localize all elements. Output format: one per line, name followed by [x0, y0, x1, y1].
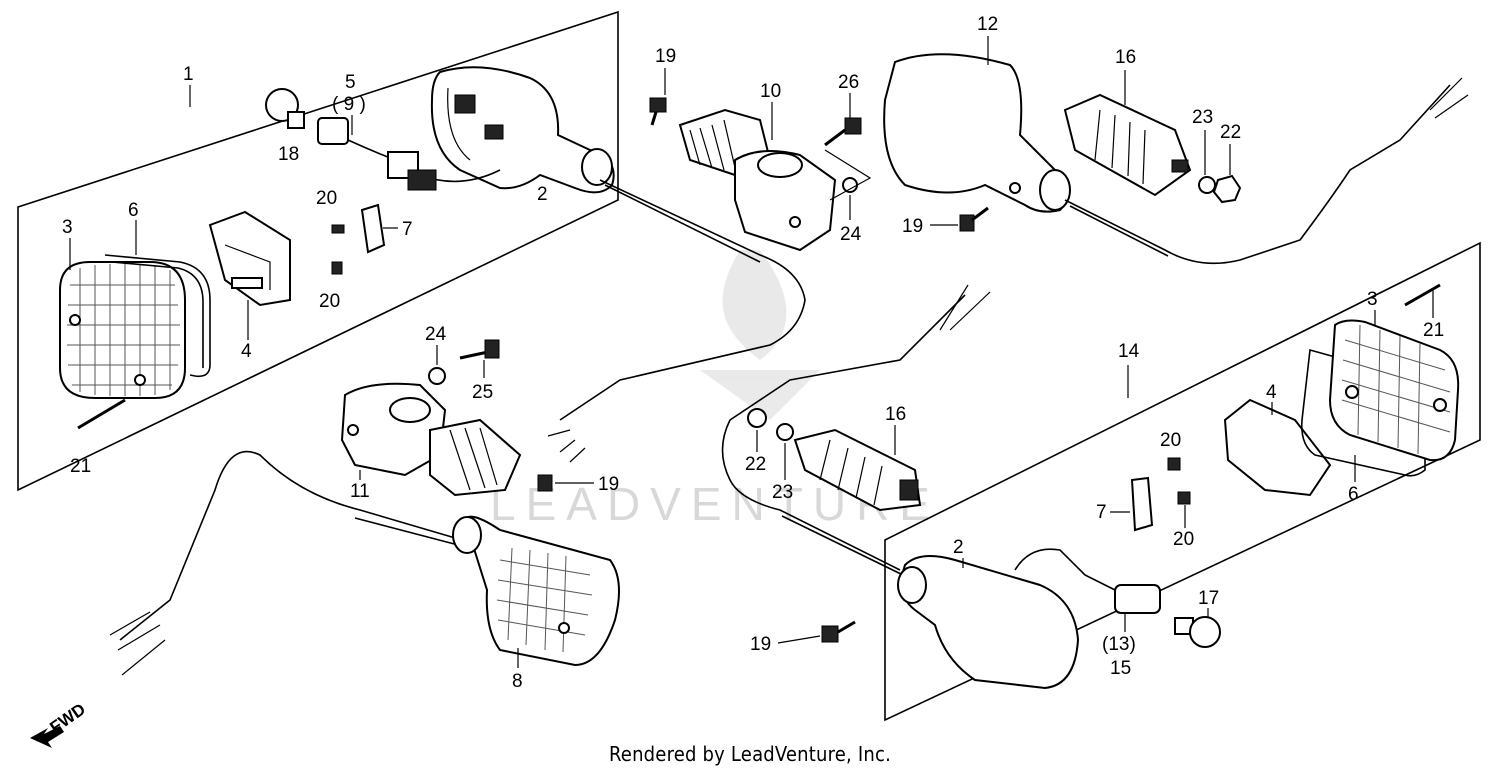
bolt-25 [459, 339, 500, 360]
screw-19-mid [537, 474, 553, 492]
screw-26 [824, 117, 862, 147]
bracket-7-right [1130, 476, 1154, 532]
socket-right-bottom [1223, 398, 1332, 497]
bracket-7-left [360, 203, 386, 254]
housing-right-bottom [897, 555, 1080, 690]
washer-22-mid [747, 408, 767, 428]
callout-3-right: 3 [1367, 289, 1378, 310]
callout-20a: 20 [316, 188, 337, 209]
relay-16-top [1063, 93, 1192, 197]
bulb-18 [265, 88, 305, 129]
screw-19-bottom [821, 620, 856, 643]
washer-23-top [1198, 176, 1216, 194]
callout-11: 11 [350, 481, 370, 502]
socket-13 [1114, 584, 1161, 614]
turn-signal-12 [883, 53, 1071, 213]
turn-signal-8 [452, 515, 620, 667]
washer-24-top [842, 177, 858, 193]
callout-26: 26 [838, 72, 859, 93]
callout-5: 5 [345, 72, 356, 93]
callout-23-top: 23 [1192, 107, 1213, 128]
callout-6-left: 6 [128, 200, 139, 221]
screw-21-right [1404, 283, 1441, 307]
callout-22-top: 22 [1220, 122, 1241, 143]
relay-16-mid [793, 428, 922, 512]
callout-25: 25 [472, 382, 493, 403]
callout-7-right: 7 [1096, 502, 1107, 523]
callout-19-top: 19 [655, 46, 676, 67]
callout-12: 12 [977, 14, 998, 35]
callout-24-mid: 24 [425, 324, 447, 345]
housing-left-top [430, 66, 615, 194]
switch-10 [678, 108, 837, 252]
switch-11 [340, 382, 522, 497]
callout-6-right: 6 [1348, 484, 1359, 505]
callout-3-left: 3 [62, 217, 73, 238]
callout-19-mid: 19 [598, 474, 619, 495]
socket-5 [317, 117, 501, 191]
callout-17: 17 [1198, 588, 1219, 609]
screw-20a [331, 224, 345, 234]
callout-19-bottom: 19 [750, 634, 771, 655]
screw-19-right [959, 206, 989, 232]
callout-19-right: 19 [902, 216, 923, 237]
screw-19-top [649, 97, 667, 126]
group-14-outline [884, 241, 1481, 722]
gasket-left-top [104, 254, 211, 378]
callout-1: 1 [183, 64, 194, 85]
callout-18: 18 [278, 144, 299, 165]
fwd-label: FWD [46, 700, 89, 738]
callout-7-left: 7 [402, 219, 413, 240]
callout-15: 15 [1110, 658, 1131, 679]
screw-20c [1167, 457, 1181, 471]
screw-20b [331, 261, 343, 275]
callout-22-mid: 22 [745, 454, 766, 475]
watermark-logo [700, 250, 820, 420]
callout-23-mid: 23 [772, 482, 793, 503]
callout-16-top: 16 [1115, 47, 1136, 68]
callout-4-right: 4 [1266, 382, 1277, 403]
nut-22-top [1212, 174, 1242, 204]
callout-4-left: 4 [241, 341, 252, 362]
callout-20b: 20 [319, 291, 340, 312]
callout-21-left: 21 [70, 456, 91, 477]
callout-16-mid: 16 [885, 404, 906, 425]
group-1-outline [17, 10, 619, 492]
callout-2-left: 2 [537, 184, 548, 205]
callout-24-top: 24 [840, 224, 862, 245]
callout-9: ( 9 ) [332, 94, 366, 115]
lens-left-top [59, 261, 186, 399]
callout-20d: 20 [1173, 529, 1194, 550]
screw-21-left [77, 398, 126, 430]
fwd-arrow-icon [30, 726, 64, 748]
callout-10: 10 [760, 81, 781, 102]
washer-23-mid [776, 423, 794, 441]
callout-8: 8 [512, 671, 523, 692]
socket-left-top [208, 210, 291, 307]
callout-20c: 20 [1160, 430, 1181, 451]
callout-13: (13) [1102, 634, 1136, 655]
bulb-17 [1174, 616, 1221, 648]
screw-20d [1177, 491, 1191, 505]
lens-right-bottom [1328, 319, 1460, 462]
callout-14: 14 [1118, 341, 1140, 362]
callout-2-right: 2 [953, 537, 964, 558]
washer-24-mid [428, 367, 446, 385]
footer-credit: Rendered by LeadVenture, Inc. [609, 742, 891, 766]
callout-21-right: 21 [1423, 320, 1444, 341]
